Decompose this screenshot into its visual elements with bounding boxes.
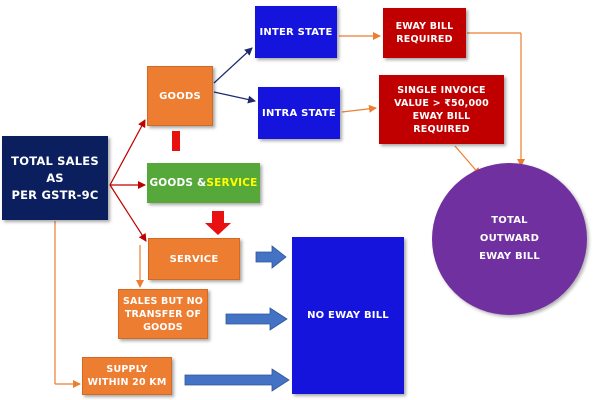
goods-and-label: GOODS & <box>149 177 207 189</box>
service-box: SERVICE <box>148 238 240 280</box>
red-down-arrow <box>205 211 231 235</box>
connector-goods-to-intra <box>213 91 256 104</box>
service-highlight-label: SERVICE <box>206 177 258 189</box>
blue-arrow-sales-no-transfer <box>225 307 288 331</box>
total-outward-ellipse: TOTAL OUTWARD EWAY BILL <box>432 163 587 315</box>
connector-total-to-goods <box>109 119 146 186</box>
goods-box: GOODS <box>147 66 213 126</box>
blue-arrow-supply <box>184 368 290 392</box>
red-up-arrow <box>163 127 189 151</box>
blue-arrow-service <box>255 245 287 269</box>
supply-within-box: SUPPLY WITHIN 20 KM <box>82 357 172 395</box>
total-sales-box: TOTAL SALES AS PER GSTR-9C <box>2 136 108 220</box>
inter-state-box: INTER STATE <box>255 6 337 58</box>
eway-bill-required-box: EWAY BILL REQUIRED <box>383 8 466 58</box>
sales-no-transfer-box: SALES BUT NO TRANSFER OF GOODS <box>118 289 208 339</box>
single-invoice-box: SINGLE INVOICE VALUE > ₹50,000 EWAY BILL… <box>379 75 504 144</box>
intra-state-box: INTRA STATE <box>258 87 340 139</box>
no-eway-bill-box: NO EWAY BILL <box>292 237 404 394</box>
connector-goods-to-inter <box>213 47 253 84</box>
connector-total-to-service <box>109 184 147 242</box>
goods-and-service-box: GOODS & SERVICE <box>147 163 260 203</box>
connector-intra-to-single <box>341 104 377 113</box>
